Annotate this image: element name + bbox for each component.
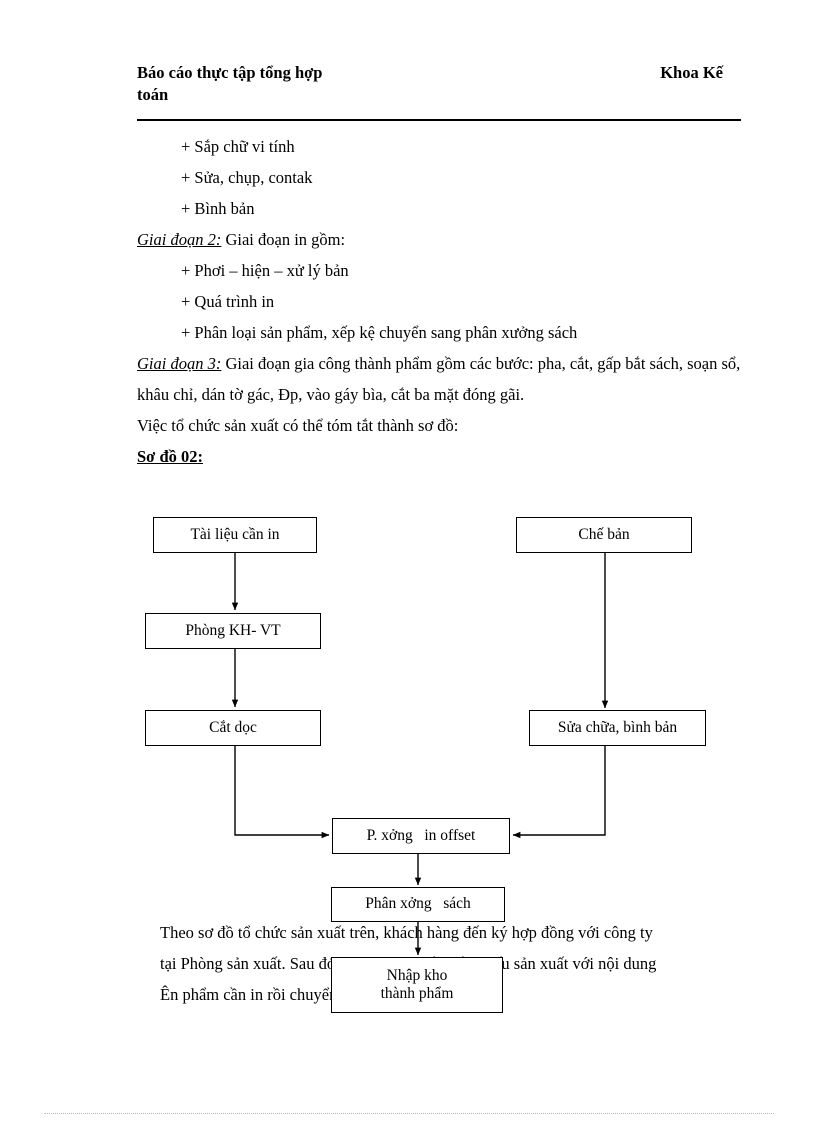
- stage-2-label: Giai đoạn 2:: [137, 230, 222, 249]
- flow-node-tai-lieu-can-in[interactable]: Tài liệu cần in: [153, 517, 317, 553]
- list-item: + Sắp chữ vi tính: [181, 137, 295, 156]
- flow-node-p-xuong-in-offset[interactable]: P. xởng in offset: [332, 818, 510, 854]
- header-title-line2: toán: [137, 85, 169, 105]
- list-item: + Quá trình in: [181, 292, 275, 311]
- flow-node-phong-kh-vt[interactable]: Phòng KH- VT: [145, 613, 321, 649]
- header-divider: [137, 119, 741, 121]
- header-title-line1: Báo cáo thực tập tổng hợp: [137, 63, 323, 82]
- stage-3-paragraph: Giai đoạn 3: Giai đoạn gia công thành ph…: [137, 348, 747, 410]
- connector-catdoc-to-offset: [234, 745, 330, 839]
- diagram-caption-text: Sơ đồ 02:: [137, 447, 203, 466]
- stage-3-label: Giai đoạn 3:: [137, 354, 222, 373]
- flow-node-cat-doc[interactable]: Cắt dọc: [145, 710, 321, 746]
- header-title-right: Khoa Kế: [660, 63, 723, 82]
- footer-divider: [44, 1113, 774, 1114]
- stage-3-text: Giai đoạn gia công thành phẩm gồm các bư…: [137, 354, 741, 404]
- diagram-caption: Sơ đồ 02:: [137, 441, 747, 472]
- flow-node-nhap-kho-thanh-pham[interactable]: Nhập kho thành phẩm: [331, 957, 503, 1013]
- document-body: + Sắp chữ vi tính + Sửa, chụp, contak + …: [137, 131, 747, 472]
- closing-line-1: Theo sơ đồ tổ chức sản xuất trên, khách …: [160, 923, 653, 942]
- header-title-left: Báo cáo thực tập tổng hợp toán: [137, 62, 322, 107]
- list-item: + Phơi – hiện – xử lý bản: [181, 261, 349, 280]
- list-item: + Phân loại sản phẩm, xếp kệ chuyển sang…: [181, 323, 578, 342]
- page-header: Báo cáo thực tập tổng hợp toán Khoa Kế: [137, 62, 741, 107]
- flow-node-sua-chua-binh-ban[interactable]: Sửa chữa, bình bản: [529, 710, 706, 746]
- connector-suachua-to-offset: [512, 745, 606, 839]
- summary-line: Việc tổ chức sản xuất có thể tóm tắt thà…: [137, 416, 459, 435]
- list-item: + Sửa, chụp, contak: [181, 168, 313, 187]
- flow-node-phan-xuong-sach[interactable]: Phân xởng sách: [331, 887, 505, 922]
- stage-2-heading: Giai đoạn 2: Giai đoạn in gồm:: [137, 224, 747, 255]
- flow-node-che-ban[interactable]: Chế bản: [516, 517, 692, 553]
- list-item: + Bình bản: [181, 199, 255, 218]
- stage-2-text: Giai đoạn in gồm:: [221, 230, 346, 249]
